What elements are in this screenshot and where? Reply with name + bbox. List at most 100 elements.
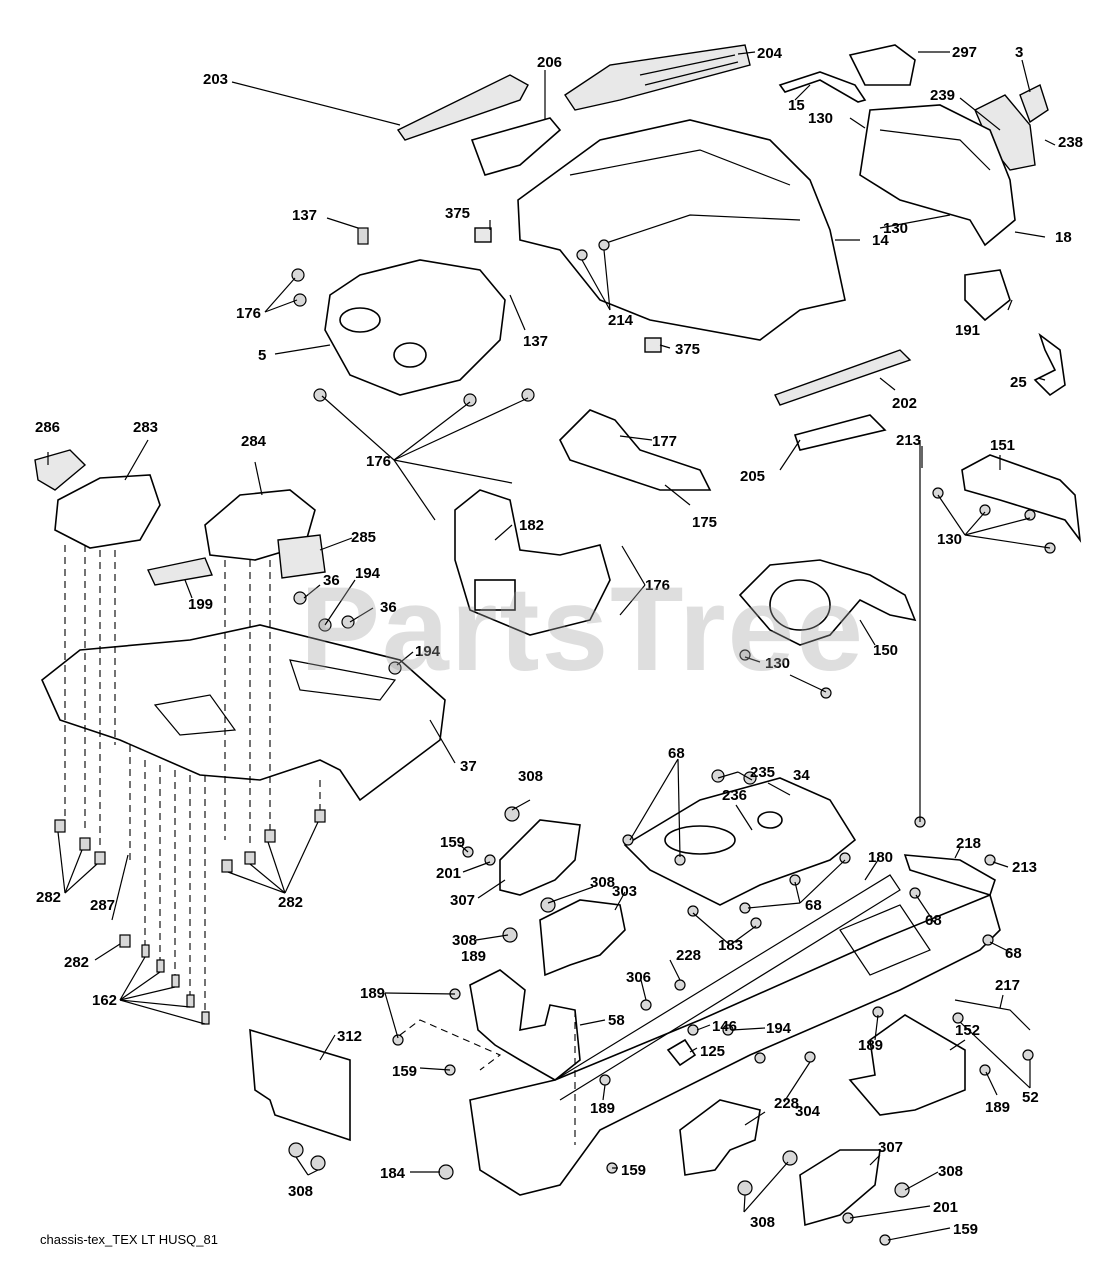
part-bracket-175[interactable]	[559, 409, 712, 491]
label-36a: 36	[323, 572, 340, 589]
label-150: 150	[873, 642, 898, 659]
part-clip-214a[interactable]	[576, 249, 588, 261]
part-strip-15[interactable]	[778, 71, 867, 103]
label-25: 25	[1010, 374, 1027, 391]
label-206: 206	[537, 54, 562, 71]
label-375a: 375	[445, 205, 470, 222]
part-286[interactable]	[34, 449, 87, 491]
label-282c: 282	[64, 954, 89, 971]
part-clip-214b[interactable]	[598, 239, 610, 251]
label-159a: 159	[440, 834, 465, 851]
part-bracket-25[interactable]	[1033, 332, 1066, 397]
label-162: 162	[92, 992, 117, 1009]
label-284: 284	[241, 433, 267, 450]
label-189d: 189	[858, 1037, 883, 1054]
label-239: 239	[930, 87, 955, 104]
label-194a: 194	[355, 565, 381, 582]
part-guard-307b[interactable]	[799, 1149, 881, 1227]
leader-lines	[47, 51, 1056, 1241]
label-201a: 201	[436, 865, 461, 882]
label-18: 18	[1055, 229, 1072, 246]
label-15: 15	[788, 97, 805, 114]
part-bracket-205[interactable]	[793, 414, 887, 451]
label-189b: 189	[461, 948, 486, 965]
part-bracket-206[interactable]	[470, 117, 562, 176]
part-shield-152[interactable]	[848, 1014, 966, 1116]
label-183: 183	[718, 937, 743, 954]
part-clip-375b[interactable]	[644, 337, 662, 353]
part-cap-297[interactable]	[848, 44, 916, 86]
part-dash-5[interactable]	[324, 259, 506, 396]
label-159d: 159	[953, 1221, 978, 1238]
label-159b: 159	[392, 1063, 417, 1080]
part-side-strip[interactable]	[396, 74, 529, 141]
label-189e: 189	[985, 1099, 1010, 1116]
part-frame-180[interactable]	[469, 893, 1001, 1196]
label-189c: 189	[590, 1100, 615, 1117]
label-176c: 176	[645, 577, 670, 594]
part-bracket-125[interactable]	[666, 1038, 697, 1067]
callout-labels: 3 5 14 15 18 25 34 36 36 37 52 58 68 68 …	[35, 44, 1083, 1238]
watermark: PartsTree	[300, 562, 866, 696]
label-307b: 307	[878, 1139, 903, 1156]
label-308f: 308	[938, 1163, 963, 1180]
part-bracket-58[interactable]	[469, 969, 581, 1081]
label-58: 58	[608, 1012, 625, 1029]
label-184: 184	[380, 1165, 406, 1182]
diagram-caption: chassis-tex_TEX LT HUSQ_81	[40, 1232, 218, 1247]
label-68b: 68	[805, 897, 822, 914]
part-bracket-303[interactable]	[539, 899, 626, 977]
label-152: 152	[955, 1022, 980, 1039]
part-bracket-218[interactable]	[903, 854, 996, 896]
label-236: 236	[722, 787, 747, 804]
label-182: 182	[519, 517, 544, 534]
label-68a: 68	[668, 745, 685, 762]
label-159c: 159	[621, 1162, 646, 1179]
part-fender-cover-283[interactable]	[54, 474, 161, 549]
label-137a: 137	[292, 207, 317, 224]
part-clip-375a[interactable]	[474, 227, 492, 243]
label-286: 286	[35, 419, 60, 436]
label-218: 218	[956, 835, 981, 852]
label-214: 214	[608, 312, 634, 329]
part-plate-312[interactable]	[249, 1028, 351, 1142]
label-204: 204	[757, 45, 783, 62]
part-nose-18[interactable]	[859, 104, 1016, 247]
label-287: 287	[90, 897, 115, 914]
label-228a: 228	[676, 947, 701, 964]
part-side-grille-202[interactable]	[774, 349, 912, 406]
label-36b: 36	[380, 599, 397, 616]
label-213a: 213	[896, 432, 921, 449]
label-308b: 308	[590, 874, 615, 891]
part-guard-307a[interactable]	[499, 819, 581, 896]
label-130a: 130	[808, 110, 833, 127]
label-238: 238	[1058, 134, 1083, 151]
part-grille-top[interactable]	[564, 44, 751, 111]
label-306: 306	[626, 969, 651, 986]
fender-assembly	[34, 449, 446, 1025]
part-bracket-304[interactable]	[679, 1099, 761, 1176]
label-199: 199	[188, 596, 213, 613]
part-plate-34[interactable]	[623, 777, 857, 906]
label-205: 205	[740, 468, 765, 485]
label-194c: 194	[766, 1020, 792, 1037]
label-34: 34	[793, 767, 810, 784]
part-plate-199[interactable]	[146, 557, 213, 586]
part-emblem-3[interactable]	[1019, 84, 1049, 124]
part-bracket-151[interactable]	[961, 454, 1082, 543]
label-303: 303	[612, 883, 637, 900]
part-bezel-285[interactable]	[277, 534, 326, 579]
part-cap-191[interactable]	[964, 269, 1011, 322]
label-130b: 130	[883, 220, 908, 237]
label-308a: 308	[518, 768, 543, 785]
label-189a: 189	[360, 985, 385, 1002]
label-213b: 213	[1012, 859, 1037, 876]
label-308c: 308	[452, 932, 477, 949]
label-68c: 68	[925, 912, 942, 929]
label-137b: 137	[523, 333, 548, 350]
label-194b: 194	[415, 643, 441, 660]
label-52: 52	[1022, 1089, 1039, 1106]
label-130c: 130	[937, 531, 962, 548]
label-130d: 130	[765, 655, 790, 672]
